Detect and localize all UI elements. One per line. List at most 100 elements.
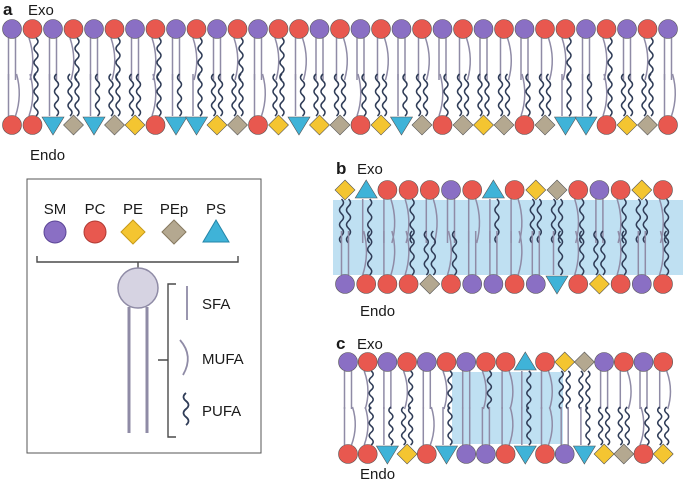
head-pc-a-top-16 — [330, 19, 350, 39]
raft-domain-c — [452, 372, 563, 444]
a-bottom-tail-22-b — [463, 73, 470, 117]
a-top-tail-27-b — [566, 37, 572, 81]
head-pc-a-bottom-1 — [22, 115, 43, 135]
a-top-tail-16-b — [342, 37, 348, 81]
head-ps-b-bottom-10 — [545, 275, 569, 295]
head-sm-a-top-4 — [84, 19, 104, 39]
head-ps-a-bottom-14 — [287, 116, 311, 136]
head-sm-a-top-15 — [309, 19, 330, 39]
endo-label-c: Endo — [360, 466, 395, 483]
head-ps-c-bottom-5 — [434, 445, 459, 465]
c-top-tail-16-b — [665, 370, 672, 410]
head-pc-a-bottom-25 — [514, 115, 535, 135]
head-pe-a-bottom-23 — [473, 114, 494, 136]
head-pc-a-top-13 — [268, 19, 289, 39]
a-top-tail-24-b — [506, 37, 512, 81]
exo-label-c: Exo — [357, 336, 383, 353]
a-bottom-tail-31-a — [641, 73, 647, 117]
head-pc-b-top-15 — [653, 180, 673, 200]
head-pe-a-bottom-15 — [309, 114, 330, 136]
a-bottom-tail-29-b — [607, 73, 613, 117]
c-bottom-tail-1-a — [363, 406, 369, 446]
a-bottom-tail-6-a — [128, 73, 135, 117]
b-bottom-tail-2-b — [390, 230, 396, 276]
a-bottom-tail-25-a — [520, 73, 526, 117]
a-bottom-tail-9-b — [197, 73, 203, 117]
a-top-tail-26-b — [547, 37, 553, 81]
c-top-tail-11-b — [565, 370, 571, 410]
a-bottom-tail-12-b — [260, 73, 266, 117]
a-bottom-tail-10-a — [210, 73, 217, 117]
b-top-tail-4-b — [432, 198, 438, 244]
a-bottom-tail-23-b — [484, 73, 490, 117]
a-bottom-tail-30-b — [627, 73, 634, 117]
head-pc-c-bottom-1 — [357, 444, 378, 464]
head-pc-b-top-4 — [419, 180, 440, 200]
c-bottom-tail-16-b — [663, 406, 670, 446]
c-top-tail-3-a — [402, 370, 409, 410]
legend-box: SM PC PE PEp PS SFA MUFA PUFA — [26, 178, 262, 454]
head-pc-c-bottom-0 — [338, 444, 358, 464]
c-bottom-tail-2-b — [388, 406, 394, 446]
a-top-tail-18-b — [383, 37, 389, 81]
head-pep-a-bottom-26 — [534, 114, 556, 136]
b-bottom-tail-12-b — [600, 230, 606, 276]
head-pc-a-bottom-17 — [350, 115, 371, 135]
b-top-tail-11-b — [578, 198, 585, 244]
head-pc-a-top-22 — [453, 19, 473, 39]
legend-pep-icon — [161, 219, 187, 245]
head-pc-a-top-29 — [596, 19, 617, 39]
b-top-tail-13-b — [621, 198, 627, 244]
head-pc-a-top-3 — [63, 19, 84, 39]
a-top-tail-11-a — [233, 37, 239, 81]
c-top-tail-1-a — [363, 370, 369, 410]
head-pe-a-bottom-6 — [124, 114, 146, 136]
head-pe-c-bottom-16 — [652, 443, 674, 465]
a-bottom-tail-1-a — [28, 73, 34, 117]
head-pe-b-top-0 — [334, 179, 356, 201]
a-bottom-tail-20-b — [422, 73, 429, 117]
head-pc-a-top-7 — [145, 19, 166, 39]
head-pc-b-top-13 — [610, 180, 631, 200]
head-pep-a-bottom-20 — [411, 114, 433, 136]
head-pc-a-top-1 — [22, 19, 43, 39]
legend-label-pep: PEp — [160, 201, 188, 218]
a-bottom-tail-0-b — [14, 73, 20, 117]
head-pc-a-bottom-12 — [248, 115, 268, 135]
b-bottom-tail-12-a — [593, 230, 599, 276]
head-sm-c-top-4 — [416, 352, 437, 372]
a-bottom-tail-2-b — [53, 73, 60, 117]
b-top-tail-3-b — [409, 198, 415, 244]
endo-label-a: Endo — [30, 147, 65, 164]
c-top-tail-10-b — [547, 370, 553, 410]
head-pc-a-top-20 — [412, 19, 432, 39]
head-sm-a-top-23 — [473, 19, 494, 39]
a-top-tail-7-a — [151, 37, 157, 81]
head-sm-a-top-17 — [350, 19, 371, 39]
b-top-tail-2-b — [390, 198, 396, 244]
a-bottom-tail-19-b — [402, 73, 408, 117]
a-bottom-tail-22-a — [456, 73, 463, 117]
c-top-tail-5-b — [447, 370, 453, 410]
c-top-tail-5-a — [442, 370, 448, 410]
head-pc-c-bottom-15 — [633, 444, 654, 464]
head-pc-b-bottom-15 — [653, 274, 673, 294]
head-pc-b-top-8 — [504, 180, 525, 200]
head-pc-b-top-3 — [398, 180, 419, 200]
c-bottom-tail-8-b — [508, 406, 514, 446]
head-pep-a-bottom-16 — [329, 114, 351, 136]
head-pc-a-bottom-7 — [145, 115, 166, 135]
a-bottom-tail-21-a — [438, 73, 444, 117]
head-ps-a-bottom-28 — [574, 116, 598, 136]
head-sm-b-top-12 — [589, 180, 610, 200]
head-pc-a-top-18 — [371, 19, 391, 39]
c-top-tail-14-b — [626, 370, 632, 410]
tail-bracket — [158, 283, 176, 438]
c-top-tail-9-b — [526, 370, 532, 410]
head-pe-c-bottom-13 — [593, 443, 615, 465]
a-top-tail-3-b — [74, 37, 80, 81]
head-sm-c-top-15 — [633, 352, 654, 372]
c-top-tail-7-b — [486, 370, 493, 410]
c-bottom-tail-14-a — [617, 406, 624, 446]
a-bottom-tail-26-a — [538, 73, 545, 117]
